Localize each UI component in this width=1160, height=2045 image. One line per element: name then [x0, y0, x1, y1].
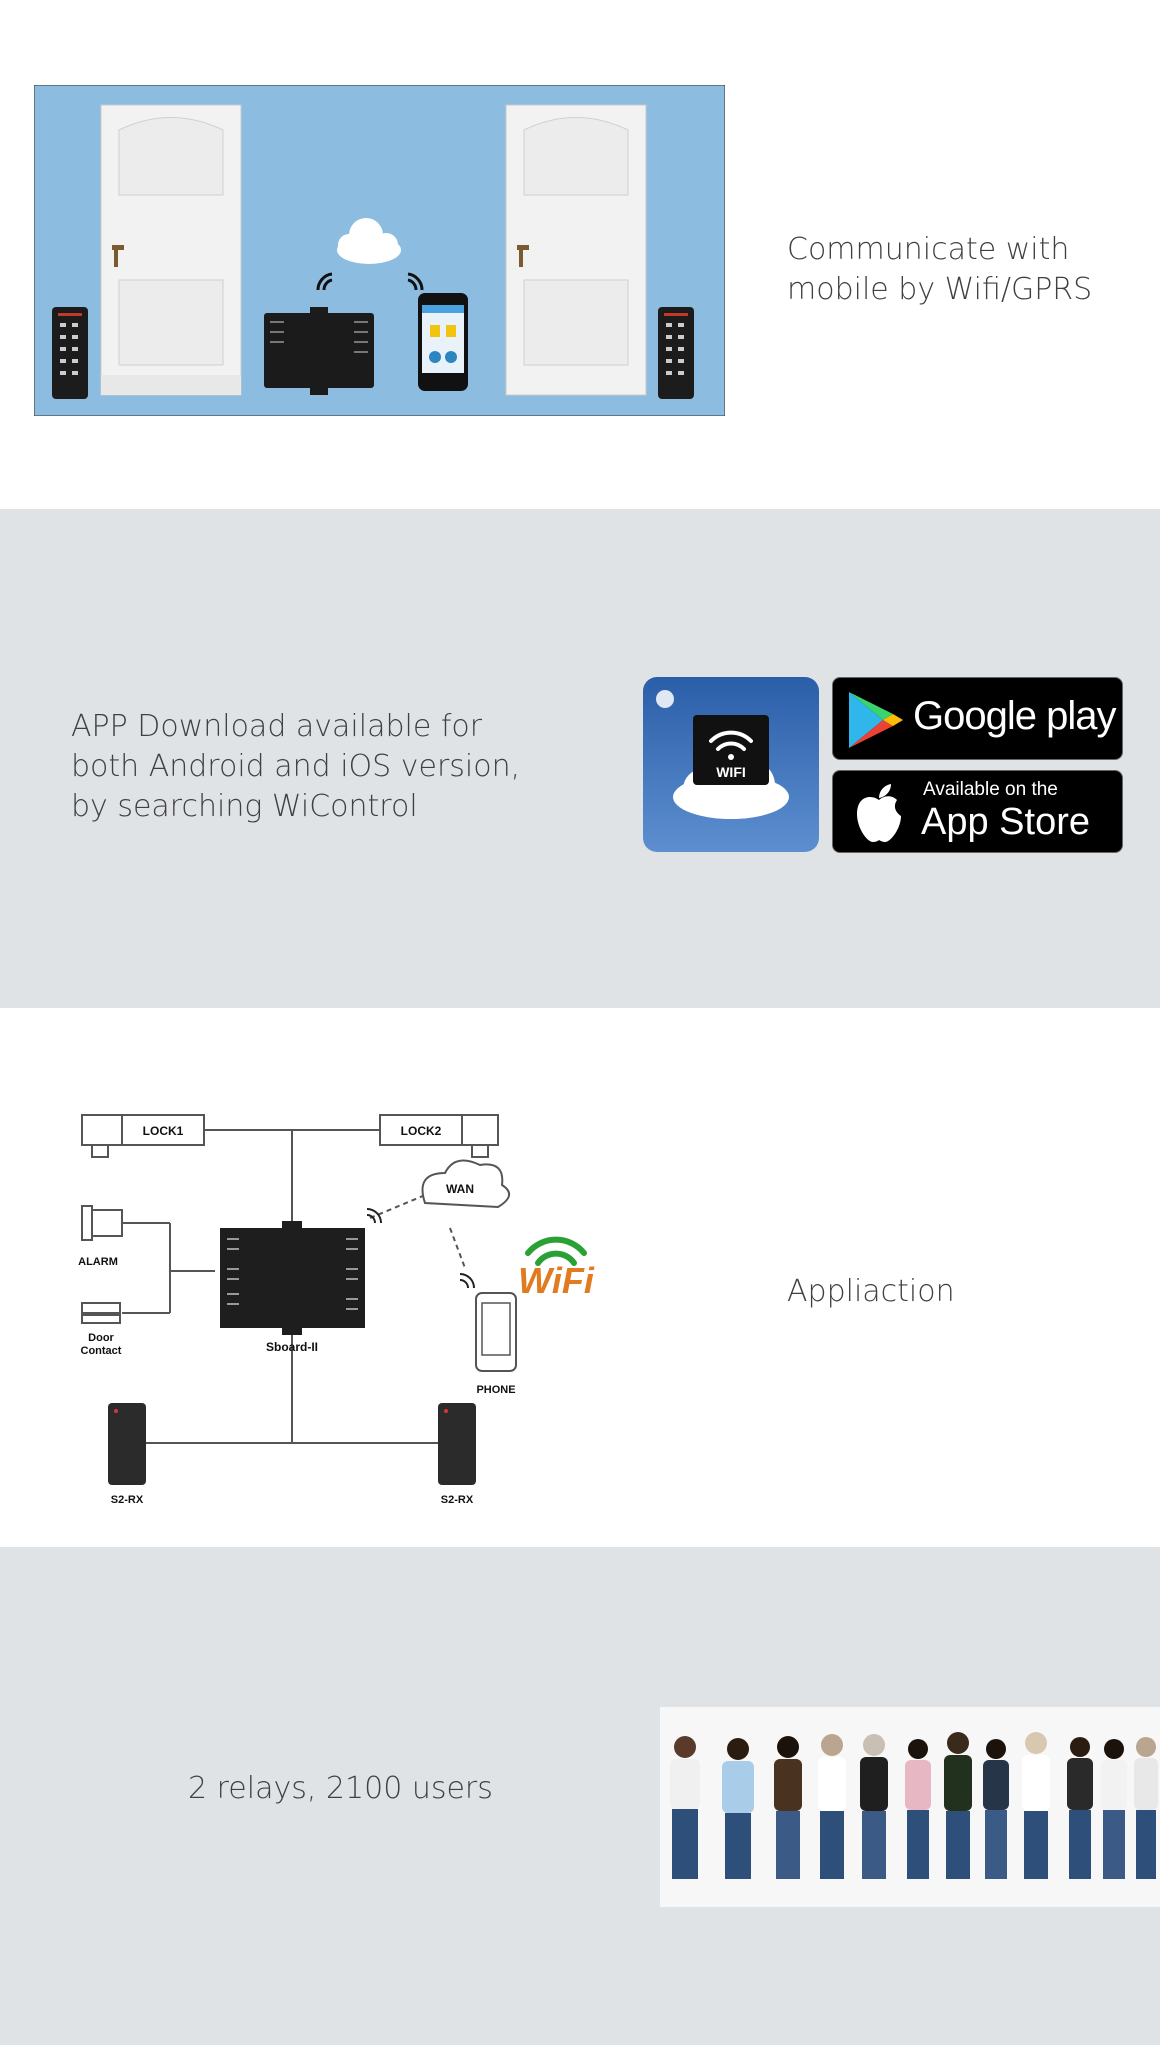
person-icon — [774, 1736, 802, 1879]
lock2-box: LOCK2 — [379, 1114, 499, 1158]
app-store-big-label: App Store — [921, 801, 1090, 843]
person-icon — [818, 1734, 846, 1879]
person-icon — [1067, 1737, 1093, 1879]
person-icon — [722, 1738, 754, 1879]
section-wifi-communication: Communicate with mobile by Wifi/GPRS — [0, 0, 1160, 509]
board-label: Sboard-II — [266, 1340, 318, 1354]
door-contact-icon: Door Contact — [81, 1302, 122, 1357]
alarm-label: ALARM — [78, 1256, 118, 1268]
reader-right-icon: S2-RX — [438, 1403, 476, 1506]
wifi-icon — [709, 730, 753, 751]
people-queue-image — [660, 1707, 1160, 1907]
door-left — [100, 104, 242, 396]
caption-line: Communicate with — [787, 232, 1070, 267]
person-icon — [944, 1732, 972, 1879]
person-icon — [1101, 1739, 1127, 1879]
person-icon — [983, 1739, 1009, 1879]
reader-right-label: S2-RX — [441, 1494, 474, 1506]
app-icon-label: WIFI — [716, 764, 746, 780]
google-play-label: Google play — [913, 694, 1116, 738]
phone-icon — [418, 293, 468, 391]
caption-line: by searching WiControl — [71, 789, 418, 824]
keypad-right — [658, 307, 694, 399]
person-icon — [1022, 1732, 1050, 1879]
phone-icon: PHONE — [475, 1292, 517, 1396]
wifi-logo-label: WiFi — [518, 1260, 595, 1301]
capacity-caption: 2 relays, 2100 users — [188, 1771, 493, 1806]
person-icon — [860, 1734, 888, 1879]
wifi-communication-caption: Communicate with mobile by Wifi/GPRS — [787, 230, 1147, 310]
signal-icon — [316, 272, 424, 291]
keypad-left — [52, 307, 88, 399]
wifi-logo: WiFi — [518, 1236, 595, 1301]
section-capacity: 2 relays, 2100 users — [0, 1547, 1160, 2045]
lock1-box: LOCK1 — [81, 1114, 205, 1158]
lock2-label: LOCK2 — [401, 1124, 442, 1138]
app-store-badge[interactable]: Available on the App Store — [832, 770, 1123, 853]
wan-cloud-icon: WAN — [421, 1159, 510, 1209]
apple-icon — [857, 784, 901, 842]
app-download-caption: APP Download available for both Android … — [71, 707, 571, 827]
person-icon — [905, 1739, 931, 1879]
alarm-icon: ALARM — [78, 1205, 123, 1268]
door-contact-label: Contact — [81, 1345, 122, 1357]
wan-label: WAN — [446, 1182, 474, 1196]
signal-icon — [366, 1208, 475, 1289]
sboard-controller: Sboard-II — [220, 1221, 365, 1354]
app-store-small-label: Available on the — [923, 779, 1058, 800]
caption-line: APP Download available for — [71, 709, 483, 744]
lock1-label: LOCK1 — [143, 1124, 184, 1138]
phone-label: PHONE — [476, 1384, 515, 1396]
google-play-icon — [849, 692, 903, 748]
person-icon — [1134, 1737, 1158, 1879]
wicontrol-app-icon[interactable]: WIFI — [643, 677, 819, 852]
door-contact-label: Door — [88, 1332, 114, 1344]
door-right — [505, 104, 647, 396]
caption-line: mobile by Wifi/GPRS — [787, 272, 1093, 307]
controller-board — [264, 307, 374, 395]
section-application: LOCK1 LOCK2 WAN ALARM Door Contact — [0, 1008, 1160, 1547]
wiring-diagram: LOCK1 LOCK2 WAN ALARM Door Contact — [78, 1114, 595, 1506]
person-icon — [670, 1736, 700, 1879]
application-caption: Appliaction — [787, 1274, 955, 1309]
doors-illustration — [34, 85, 725, 416]
reader-left-icon: S2-RX — [108, 1403, 146, 1506]
reader-left-label: S2-RX — [111, 1494, 144, 1506]
caption-line: both Android and iOS version, — [71, 749, 521, 784]
section-app-download: APP Download available for both Android … — [0, 509, 1160, 1008]
cloud-icon — [337, 218, 401, 264]
google-play-badge[interactable]: Google play — [832, 677, 1123, 760]
